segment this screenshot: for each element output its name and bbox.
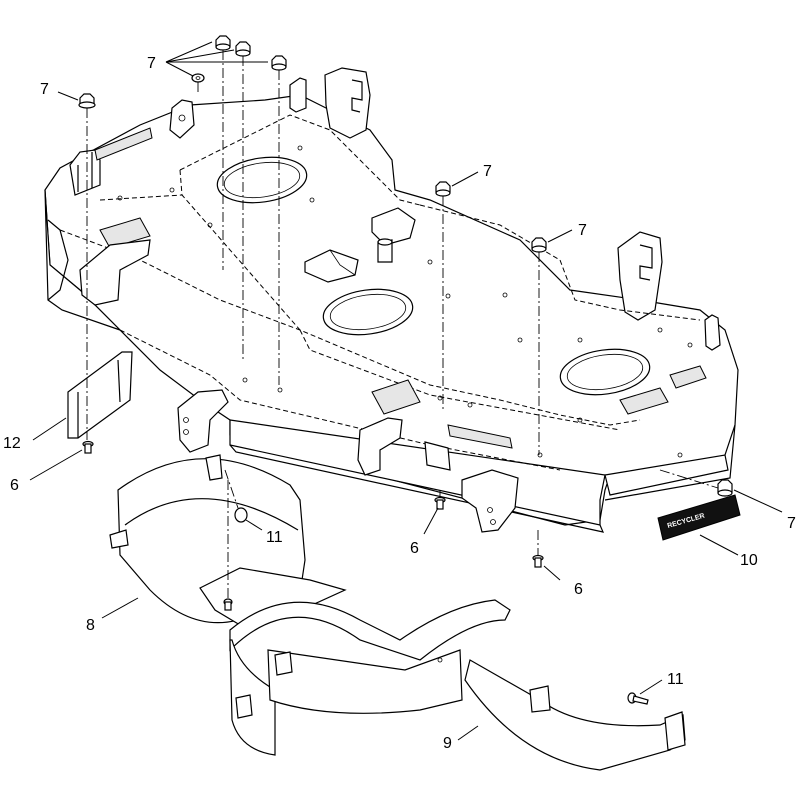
- callout-10: 10: [740, 552, 758, 569]
- callout-6-right: 6: [574, 581, 583, 598]
- flange-nut: [78, 93, 96, 109]
- callout-11-left: 11: [266, 529, 283, 546]
- callout-6-left: 6: [10, 477, 19, 494]
- callout-7-right-top: 7: [578, 222, 587, 239]
- callout-leaders: [29, 41, 783, 741]
- deflector-12: [67, 351, 133, 439]
- assembly-lines: [86, 50, 719, 598]
- carriage-bolt: [434, 496, 446, 510]
- mower-deck: [44, 67, 739, 533]
- callout-labels: 7 7 7 7 7 12 6 11 6 6 10 8 11 9: [3, 55, 796, 752]
- pin: [223, 598, 233, 611]
- recycler-decal-10: RECYCLER: [657, 494, 741, 541]
- flange-nut: [271, 55, 287, 71]
- fasteners: [78, 35, 733, 705]
- callout-7-top: 7: [147, 55, 156, 72]
- deck-holes: [117, 145, 693, 458]
- baffle-9: [229, 599, 686, 771]
- pin: [234, 507, 248, 523]
- deck-decals: [94, 127, 707, 471]
- flat-washer: [191, 73, 205, 83]
- callout-8: 8: [86, 617, 95, 634]
- callout-9: 9: [443, 735, 452, 752]
- callout-7-right: 7: [787, 515, 796, 532]
- carriage-bolt: [532, 554, 544, 568]
- callout-7-left: 7: [40, 81, 49, 98]
- callout-11-right: 11: [667, 671, 684, 688]
- callout-6-mid: 6: [410, 540, 419, 557]
- flange-nut: [215, 35, 231, 51]
- baffle-8: [109, 454, 347, 626]
- callout-7-mid: 7: [483, 163, 492, 180]
- flange-nut: [235, 41, 251, 57]
- screw: [627, 692, 649, 705]
- carriage-bolt: [82, 440, 94, 454]
- flange-nut: [435, 181, 451, 197]
- flange-nut: [717, 479, 733, 497]
- callout-12: 12: [3, 435, 21, 452]
- flange-nut: [531, 237, 547, 253]
